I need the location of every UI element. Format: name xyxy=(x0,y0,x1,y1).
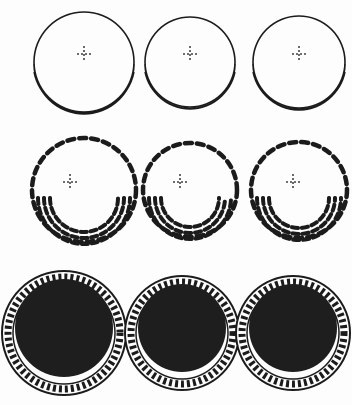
row-dashed-circles xyxy=(32,138,347,244)
center-crosshair xyxy=(183,46,197,62)
outline-circle xyxy=(34,12,134,114)
dashed-circle xyxy=(143,143,237,239)
row-outline-circles xyxy=(34,12,345,114)
center-crosshair xyxy=(77,46,91,62)
outline-circle xyxy=(145,17,235,109)
dashed-circle xyxy=(32,138,136,244)
filled-disk xyxy=(236,276,350,390)
center-crosshair xyxy=(63,174,77,190)
row-filled-disks xyxy=(2,271,350,395)
center-crosshair xyxy=(286,174,300,190)
center-crosshair xyxy=(292,46,306,62)
filled-disk xyxy=(2,271,126,395)
center-crosshair xyxy=(173,174,187,190)
filled-disk xyxy=(125,276,239,390)
dashed-circle xyxy=(251,142,347,240)
outline-circle xyxy=(253,16,345,110)
